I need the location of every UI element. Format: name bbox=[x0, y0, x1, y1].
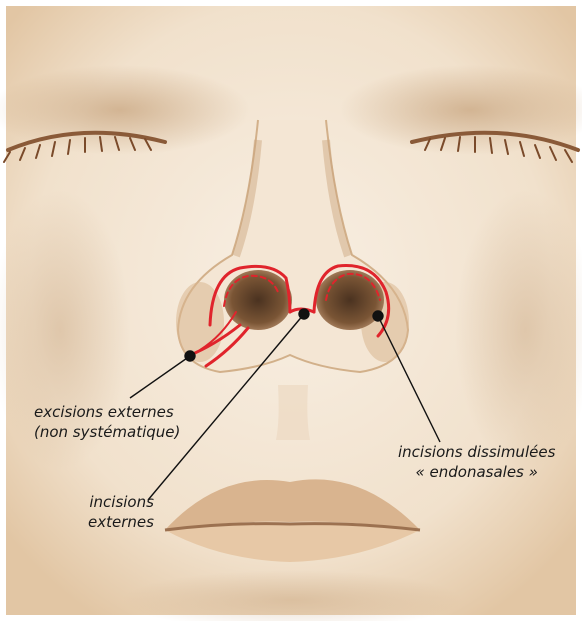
philtrum bbox=[276, 385, 310, 440]
label-incisions-endo-line1: incisions dissimulées bbox=[398, 442, 555, 462]
label-incisions-ext-line2: externes bbox=[88, 512, 154, 532]
label-incisions-endo-line2: « endonasales » bbox=[398, 462, 555, 482]
left-nostril bbox=[224, 270, 292, 330]
label-excisions-line2: (non systématique) bbox=[34, 422, 180, 442]
pointer-dot-excisions bbox=[185, 351, 195, 361]
pointer-dot-incisions-endonasales bbox=[373, 311, 383, 321]
label-excisions-externes: excisions externes (non systématique) bbox=[34, 402, 180, 442]
label-incisions-externes: incisions externes bbox=[88, 492, 154, 532]
label-incisions-ext-line1: incisions bbox=[88, 492, 154, 512]
label-excisions-line1: excisions externes bbox=[34, 402, 180, 422]
pointer-dot-incisions-externes bbox=[299, 309, 309, 319]
label-incisions-endonasales: incisions dissimulées « endonasales » bbox=[398, 442, 555, 482]
